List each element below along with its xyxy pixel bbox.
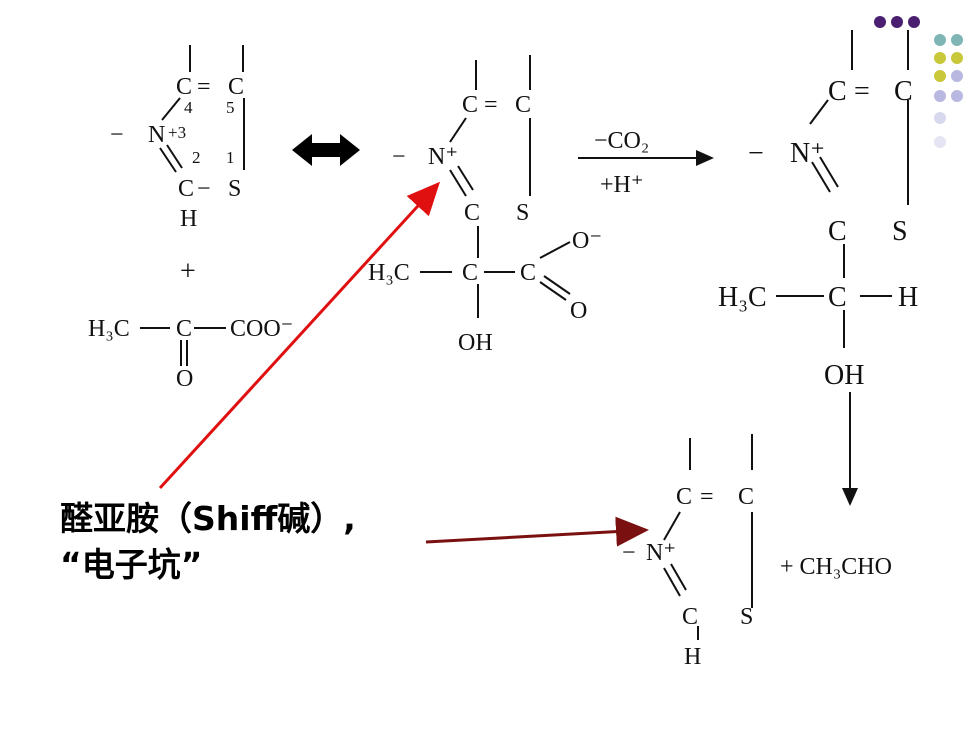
carbon-4: C xyxy=(676,484,692,510)
dot-icon xyxy=(951,52,963,64)
carboxylate-label: COO⁻ xyxy=(230,316,293,342)
hydroxyl-label: OH xyxy=(824,360,864,391)
carbon-2: C xyxy=(828,216,847,247)
double-bond: = xyxy=(484,92,498,118)
hydrogen-label: H xyxy=(898,282,918,313)
quaternary-carbon: C xyxy=(462,260,478,286)
dot-icon xyxy=(951,70,963,82)
caption-line-2: “电子坑” xyxy=(60,545,203,584)
nitrogen-cation: N⁺ xyxy=(790,138,825,169)
carbon-4: C xyxy=(828,76,847,107)
methyl-label: H₃C xyxy=(88,316,130,342)
carbon-5: C xyxy=(515,92,531,118)
decarboxylation-label: −CO₂ xyxy=(594,128,649,154)
oxygen-label: O xyxy=(570,298,587,324)
nitrogen-label: N xyxy=(148,122,165,148)
carbonyl-carbon: C xyxy=(176,316,192,342)
oxide-label: O⁻ xyxy=(572,228,602,254)
dot-icon xyxy=(908,16,920,28)
red-pointer-arrow xyxy=(158,181,441,490)
hydrogen-label: H xyxy=(180,206,197,232)
carbon-5: C xyxy=(738,484,754,510)
sulfur-label: S xyxy=(740,604,753,630)
position-3-label: +3 xyxy=(168,123,186,142)
hydrogen-label: H xyxy=(684,644,701,670)
carbon-5: C xyxy=(894,76,913,107)
sulfur-label: S xyxy=(516,200,529,226)
caption-block: 醛亚胺（Shiff碱）, “电子坑” xyxy=(60,496,440,588)
double-bond: = xyxy=(854,76,870,107)
double-bond: = xyxy=(197,74,211,100)
minus-sign: − xyxy=(392,144,406,170)
dot-icon xyxy=(951,90,963,102)
methyl-label: H₃C xyxy=(368,260,410,286)
position-1-label: 1 xyxy=(226,148,235,167)
methyl-label: H₃C xyxy=(718,282,767,313)
caption-line-1: 醛亚胺（Shiff碱）, xyxy=(60,499,356,538)
carbon-2: C xyxy=(464,200,480,226)
dot-icon xyxy=(934,70,946,82)
oxygen-label: O xyxy=(176,366,193,392)
minus-sign: − xyxy=(110,122,124,148)
position-5-label: 5 xyxy=(226,98,235,117)
dot-icon xyxy=(934,34,946,46)
carboxyl-carbon: C xyxy=(520,260,536,286)
protonation-label: +H⁺ xyxy=(600,172,644,198)
carbon-2: C xyxy=(178,176,194,202)
resonance-arrow-icon xyxy=(292,134,360,166)
carbon-5: C xyxy=(228,74,244,100)
minus-sign: − xyxy=(622,540,636,566)
dot-icon xyxy=(951,34,963,46)
thiazole-ring-structure xyxy=(159,45,245,173)
dot-icon xyxy=(934,52,946,64)
acetaldehyde-product: + CH₃CHO xyxy=(780,554,892,580)
quaternary-carbon: C xyxy=(828,282,847,313)
position-2-label: 2 xyxy=(192,148,201,167)
sulfur-label: S xyxy=(228,176,241,202)
carbon-4: C xyxy=(176,74,192,100)
dot-icon xyxy=(934,112,946,124)
single-bond: − xyxy=(197,176,211,202)
position-4-label: 4 xyxy=(184,98,193,117)
darkred-pointer-arrow xyxy=(425,516,649,547)
hydroxyl-label: OH xyxy=(458,330,493,356)
corner-dots-decoration xyxy=(874,16,963,148)
dot-icon xyxy=(874,16,886,28)
dot-icon xyxy=(891,16,903,28)
nitrogen-cation: N⁺ xyxy=(428,144,458,170)
plus-sign: + xyxy=(180,256,196,287)
carbon-2: C xyxy=(682,604,698,630)
carbon-4: C xyxy=(462,92,478,118)
nitrogen-cation: N⁺ xyxy=(646,540,676,566)
dot-icon xyxy=(934,136,946,148)
minus-sign: − xyxy=(748,138,764,169)
dot-icon xyxy=(934,90,946,102)
sulfur-label: S xyxy=(892,216,908,247)
double-bond: = xyxy=(700,484,714,510)
